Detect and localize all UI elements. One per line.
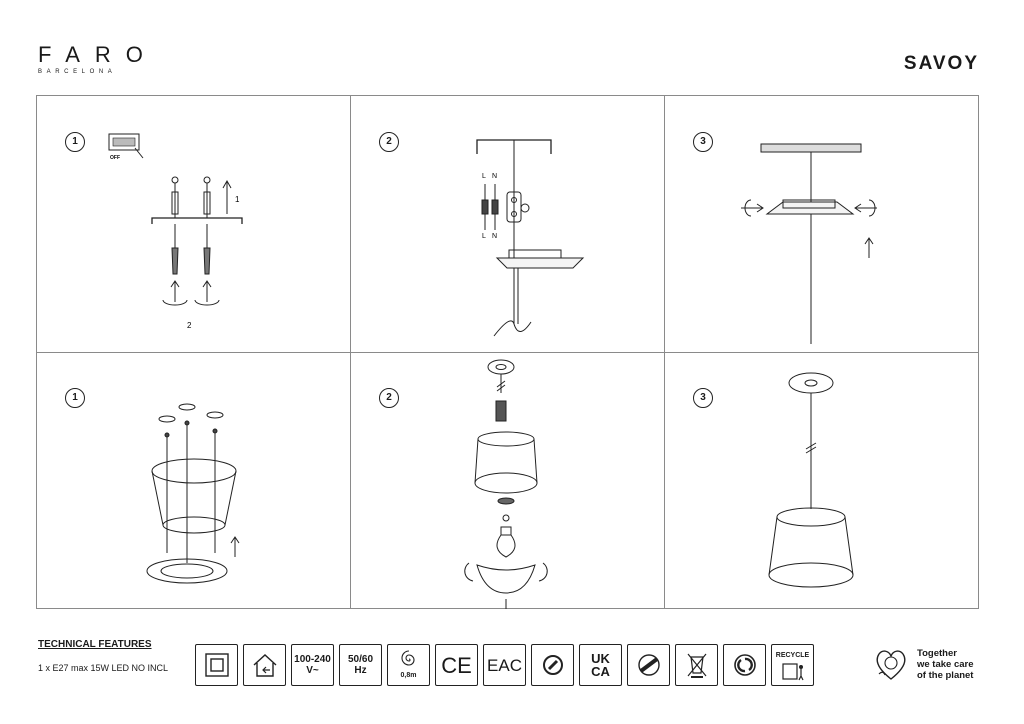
ce-mark-icon: CE xyxy=(435,644,478,686)
grid-divider xyxy=(37,352,978,353)
ukca-mark-bottom: CA xyxy=(591,664,610,679)
panel-wiring: 2 L N L N xyxy=(351,96,664,352)
weee-bin-icon xyxy=(675,644,718,686)
ce-mark-label: CE xyxy=(441,652,472,678)
instruction-grid: 1 OFF 1 2 xyxy=(36,95,979,609)
wiring-illustration: L N L N xyxy=(476,139,585,337)
panel-shade-assembly: 1 xyxy=(37,353,350,610)
brand-logo: FARO BARCELONA xyxy=(38,42,158,76)
step-number: 2 xyxy=(379,388,399,408)
recycle-bin-icon: RECYCLE xyxy=(771,644,814,686)
eac-mark-label: EAC xyxy=(487,655,522,675)
step-number: 1 xyxy=(65,388,85,408)
shade-illustration xyxy=(146,403,240,584)
canopy-illustration xyxy=(741,143,877,344)
bracket-illustration: OFF 1 2 xyxy=(108,133,243,330)
eac-mark-icon: EAC xyxy=(483,644,526,686)
heart-globe-icon xyxy=(876,650,906,680)
eco-text: Together we take care of the planet xyxy=(917,648,974,681)
indoor-use-icon xyxy=(243,644,286,686)
eco-line: Together xyxy=(917,647,957,659)
voltage-range: 100-240 xyxy=(294,654,331,665)
certification-icons: 100-240 V~ 50/60 Hz 0,8m CE EAC UK CA RE… xyxy=(195,644,814,688)
technical-spec: 1 x E27 max 15W LED NO INCL xyxy=(38,663,169,673)
eco-line: we take care xyxy=(917,658,974,670)
wire-label: N xyxy=(492,233,497,240)
panel-mount-bracket: 1 OFF 1 2 xyxy=(37,96,350,352)
recycle-bin-label: RECYCLE xyxy=(775,651,810,659)
step-number: 2 xyxy=(379,132,399,152)
switch-off-label: OFF xyxy=(110,155,120,161)
frequency-unit: Hz xyxy=(354,665,367,676)
step-number: 1 xyxy=(65,132,85,152)
step-number: 3 xyxy=(693,388,713,408)
frequency-value: 50/60 xyxy=(347,654,374,665)
cable-length-icon: 0,8m xyxy=(387,644,430,686)
ukca-mark-top: UK xyxy=(591,651,610,666)
technical-title: TECHNICAL FEATURES xyxy=(38,639,152,650)
wire-label: L xyxy=(482,173,486,180)
wire-label: L xyxy=(482,233,486,240)
arrow-label: 2 xyxy=(187,321,192,330)
eco-badge: Together we take care of the planet xyxy=(873,646,974,682)
bulb-illustration xyxy=(464,359,548,609)
panel-bulb-diffuser: 2 xyxy=(351,353,664,610)
technical-features: TECHNICAL FEATURES 1 x E27 max 15W LED N… xyxy=(38,639,168,673)
rohs-compliant-icon xyxy=(627,644,670,686)
voltage-icon: 100-240 V~ xyxy=(291,644,334,686)
recycle-symbol-icon xyxy=(531,644,574,686)
arrow-label: 1 xyxy=(235,195,240,204)
voltage-unit: V~ xyxy=(306,665,319,676)
green-dot-icon xyxy=(723,644,766,686)
lamp-illustration xyxy=(768,372,854,588)
brand-name: FARO xyxy=(38,42,158,67)
class-ii-icon xyxy=(195,644,238,686)
product-name: SAVOY xyxy=(903,53,979,74)
step-number: 3 xyxy=(693,132,713,152)
frequency-icon: 50/60 Hz xyxy=(339,644,382,686)
ukca-mark-icon: UK CA xyxy=(579,644,622,686)
panel-finished-lamp: 3 xyxy=(665,353,980,610)
eco-line: of the planet xyxy=(917,669,974,681)
panel-canopy: 3 xyxy=(665,96,980,352)
cable-length-value: 0,8m xyxy=(400,671,417,679)
wire-label: N xyxy=(492,173,497,180)
brand-subtitle: BARCELONA xyxy=(38,69,117,75)
